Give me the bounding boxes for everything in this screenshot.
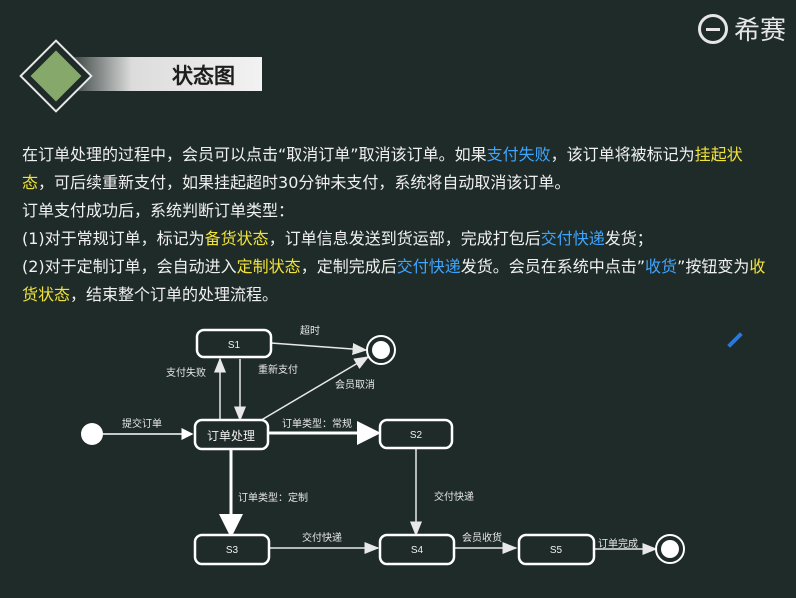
label-receive: 会员收货 (462, 531, 502, 544)
svg-text:S2: S2 (410, 430, 423, 441)
label-custom: 订单类型：定制 (238, 491, 308, 504)
state-order-processing: 订单处理 (193, 418, 270, 451)
svg-text:订单处理: 订单处理 (207, 429, 255, 443)
paragraph-text: (1)对于常规订单，标记为 (22, 229, 205, 248)
svg-text:S5: S5 (550, 545, 563, 556)
label-deliver-s2: 交付快递 (434, 490, 474, 503)
slide-title: 状态图 (172, 64, 235, 88)
paragraph-text: (2)对于定制订单，会自动进入 (22, 257, 237, 276)
state-s3: S3 (193, 533, 271, 566)
paragraph-text: 发货； (604, 229, 653, 248)
highlighted-term: 收货 (645, 257, 678, 276)
xisai-logo: 希赛 (697, 10, 786, 47)
svg-text:S3: S3 (226, 545, 239, 556)
paragraph-text: 在订单处理的过程中，会员可以点击“取消订单”取消该订单。如果 (22, 145, 487, 164)
svg-text:S4: S4 (411, 545, 424, 556)
paragraph-text: ”按钮变为 (677, 257, 750, 276)
banner-bar (62, 57, 262, 91)
label-deliver-s3: 交付快递 (302, 531, 342, 544)
label-timeout: 超时 (300, 324, 320, 337)
edge-cancel (257, 356, 370, 423)
description-paragraph: 在订单处理的过程中，会员可以点击“取消订单”取消该订单。如果支付失败，该订单将被… (22, 141, 772, 309)
state-s2: S2 (378, 418, 454, 450)
state-s4: S4 (378, 533, 456, 566)
final-state-top (366, 335, 396, 365)
highlighted-term: 交付快递 (396, 257, 461, 276)
state-s5: S5 (517, 533, 596, 566)
paragraph-text: ，该订单将被标记为 (550, 145, 695, 164)
paragraph-text: 发货。会员在系统中点击” (460, 257, 646, 276)
label-cancel: 会员取消 (335, 378, 375, 391)
title-banner: 状态图 (19, 39, 262, 113)
highlighted-term: 备货状态 (204, 229, 269, 248)
label-regular: 订单类型：常规 (282, 417, 352, 430)
logo-mark-icon (697, 13, 728, 44)
paragraph-text: 订单支付成功后，系统判断订单类型： (22, 201, 295, 220)
highlighted-term: 挂起状态 (22, 145, 743, 192)
paragraph-text: ，订单信息发送到货运部，完成打包后 (268, 229, 541, 248)
highlighted-term: 交付快递 (540, 229, 605, 248)
svg-text:S1: S1 (228, 340, 241, 351)
state-s1: S1 (195, 328, 273, 359)
highlighted-term: 定制状态 (236, 257, 301, 276)
initial-state (81, 423, 103, 445)
label-pay-fail: 支付失败 (166, 366, 206, 379)
edge-timeout (270, 342, 368, 355)
label-complete: 订单完成 (598, 537, 638, 550)
highlighted-term: 收货状态 (22, 257, 766, 304)
logo-text: 希赛 (733, 16, 786, 46)
paragraph-text: ，结束整个订单的处理流程。 (70, 285, 279, 304)
paragraph-text: ，定制完成后 (300, 257, 397, 276)
label-repay: 重新支付 (258, 363, 298, 376)
highlighted-term: 支付失败 (486, 145, 551, 164)
label-submit: 提交订单 (122, 417, 162, 430)
paragraph-text: ，可后续重新支付，如果挂起超时30分钟未支付，系统将自动取消该订单。 (38, 173, 571, 192)
final-state-bottom (655, 534, 685, 564)
